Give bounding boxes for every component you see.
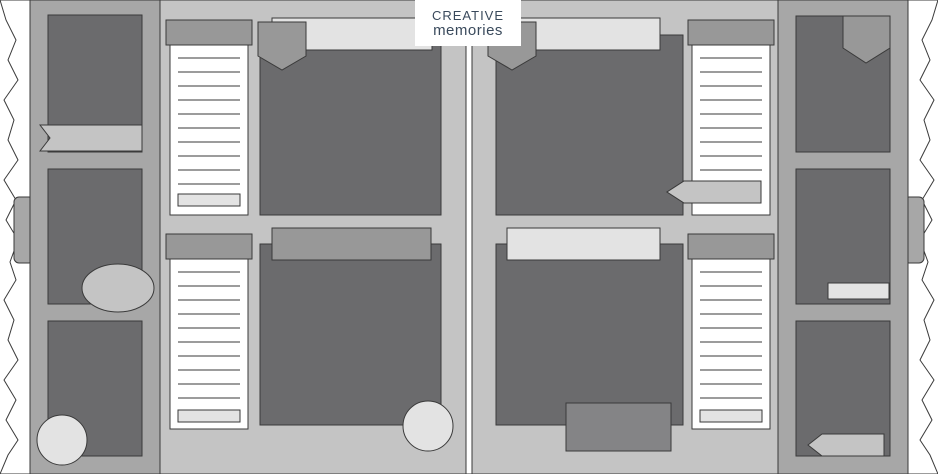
left-photo-bottom-banner: [271, 227, 432, 261]
left-strip-oval: [81, 263, 155, 313]
brand-logo-line2: memories: [433, 22, 503, 39]
right-journal-top-arrow-tag-overlay: [666, 180, 762, 204]
right-journal-bottom: [691, 258, 771, 430]
left-journal-bottom: [169, 258, 249, 430]
left-journal-bottom-lines: [178, 271, 240, 399]
right-journal-bottom-label: [699, 409, 763, 423]
left-journal-top-lines: [178, 57, 240, 185]
right-strip-photo-2: [795, 168, 891, 305]
left-photo-top-pennant: [257, 21, 307, 71]
left-journal-top-label: [177, 193, 241, 207]
right-photo-top: [495, 34, 684, 216]
right-journal-top-header: [687, 19, 775, 46]
right-strip-pennant: [842, 15, 891, 64]
right-strip-label: [827, 282, 890, 300]
left-journal-top-header: [165, 19, 253, 46]
left-strip-banner: [38, 124, 143, 152]
left-journal-bottom-header: [165, 233, 253, 260]
left-journal-top: [169, 44, 249, 216]
book-spine: [465, 0, 473, 474]
right-photo-bottom: [495, 243, 684, 426]
right-strip-arrow-tag: [807, 433, 885, 457]
right-journal-bottom-header: [687, 233, 775, 260]
left-photo-bottom-circle: [402, 400, 454, 452]
right-torn-edge: [907, 0, 938, 474]
brand-logo: CREATIVE memories: [415, 0, 521, 46]
left-torn-edge: [0, 0, 31, 474]
right-journal-bottom-lines: [700, 271, 762, 399]
right-photo-bottom-block: [565, 402, 672, 452]
left-strip-circle: [36, 414, 88, 466]
right-journal-top-lines: [700, 57, 762, 171]
left-journal-bottom-label: [177, 409, 241, 423]
right-photo-bottom-title-bar: [506, 227, 661, 261]
left-photo-bottom: [259, 243, 442, 426]
brand-logo-line1: CREATIVE: [431, 8, 505, 23]
